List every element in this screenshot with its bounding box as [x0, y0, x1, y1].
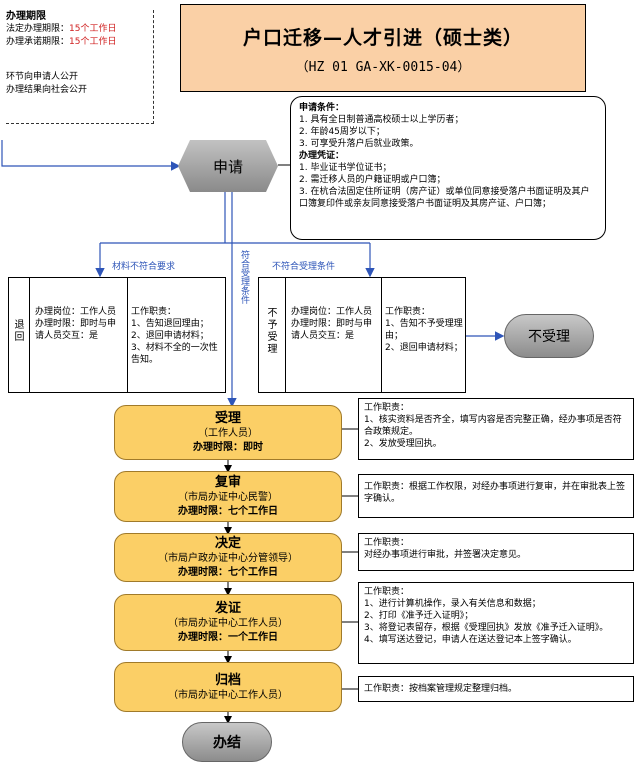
- title-box: 户口迁移—人才引进（硕士类） （HZ 01 GA-XK-0015-04）: [180, 4, 586, 92]
- conditions-heading: 申请条件：: [299, 103, 345, 113]
- return-duty: 工作职责： 1、告知退回理由； 2、退回申请材料； 3、材料不全的一次性告知。: [131, 307, 218, 365]
- step-issue: 发证（市局办证中心工作人员）办理时限：一个工作日: [114, 594, 342, 651]
- step-archive: 归档（市局办证中心工作人员）: [114, 662, 342, 712]
- conditions-box: 申请条件： 1. 具有全日制普通高校硕士以上学历者； 2. 年龄45周岁以下； …: [290, 96, 606, 240]
- page-title: 户口迁移—人才引进（硕士类）: [242, 27, 523, 49]
- step-accept: 受理（工作人员）办理时限：即时: [114, 405, 342, 460]
- apply-node: 申请: [178, 140, 278, 192]
- duty-issue: 工作职责： 1、进行计算机操作，录入有关信息和数据； 2、打印《准予迁入证明》；…: [358, 582, 634, 664]
- duty-archive: 工作职责：按档案管理规定整理归档。: [358, 676, 634, 702]
- deadline-info-box: 办理期限 法定办理期限：15个工作日 办理承诺期限：15个工作日 环节向申请人公…: [6, 10, 154, 124]
- deadline-heading: 办理期限: [6, 11, 46, 22]
- reject-post: 办理岗位：工作人员 办理时限：即时与申请人员交互：是: [291, 307, 373, 341]
- label-material-mismatch: 材料不符合要求: [112, 262, 176, 272]
- condition-item: 3. 可享受升落户后就业政策。: [299, 139, 419, 149]
- public-to-applicant: 环节向申请人公开: [6, 72, 79, 82]
- documents-heading: 办理凭证：: [299, 151, 345, 161]
- reject-duty: 工作职责： 1、告知不予受理理由； 2、退回申请材料；: [385, 307, 463, 353]
- condition-item: 2. 年龄45周岁以下；: [299, 127, 385, 137]
- legal-deadline: 法定办理期限：15个工作日: [6, 24, 117, 34]
- label-not-meet-conditions: 不符合受理条件: [272, 262, 336, 272]
- document-item: 2. 需迁移人员的户籍证明或户口簿；: [299, 175, 446, 185]
- return-box: 退回 办理岗位：工作人员 办理时限：即时与申请人员交互：是 工作职责： 1、告知…: [8, 277, 226, 393]
- duty-decision: 工作职责： 对经办事项进行审批，并签署决定意见。: [358, 533, 634, 571]
- public-to-society: 办理结果向社会公开: [6, 85, 88, 95]
- step-decision: 决定（市局户政办证中心分管领导）办理时限：七个工作日: [114, 533, 342, 582]
- end-node: 办结: [182, 722, 272, 762]
- step-review: 复审（市局办证中心民警）办理时限：七个工作日: [114, 471, 342, 522]
- document-item: 3. 在杭合法固定住所证明（房产证）或单位同意接受落户书面证明及其户口簿复印件或…: [299, 187, 590, 209]
- condition-item: 1. 具有全日制普通高校硕士以上学历者；: [299, 115, 464, 125]
- document-code: （HZ 01 GA-XK-0015-04）: [295, 60, 471, 75]
- duty-review: 工作职责：根据工作权限，对经办事项进行复审，并在审批表上签字确认。: [358, 474, 634, 518]
- label-meets-conditions: 符合受理条件: [239, 250, 249, 304]
- return-post: 办理岗位：工作人员 办理时限：即时与申请人员交互：是: [35, 307, 117, 341]
- reject-label: 不予受理: [267, 308, 278, 355]
- reject-box: 不予受理 办理岗位：工作人员 办理时限：即时与申请人员交互：是 工作职责： 1、…: [258, 277, 466, 393]
- return-label: 退回: [14, 320, 25, 343]
- duty-accept: 工作职责： 1、核实资料是否齐全，填写内容是否完整正确，经办事项是否符合政策规定…: [358, 398, 634, 460]
- promise-deadline: 办理承诺期限：15个工作日: [6, 37, 117, 47]
- document-item: 1. 毕业证书学位证书；: [299, 163, 392, 173]
- not-accepted-node: 不受理: [504, 314, 594, 358]
